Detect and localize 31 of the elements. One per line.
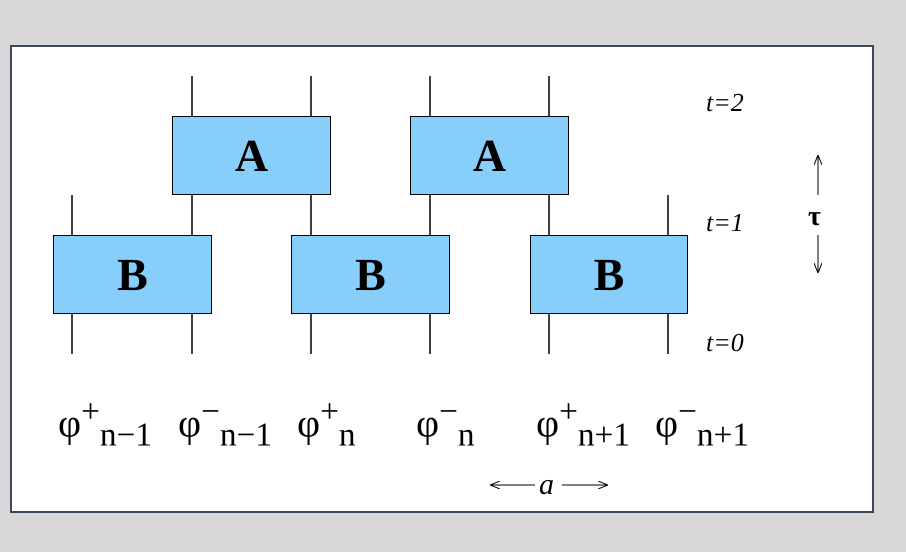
tensor-box bbox=[53, 235, 212, 314]
time-step-label: t=0 bbox=[706, 330, 744, 356]
tensor-leg-line bbox=[548, 195, 550, 235]
tensor-box bbox=[291, 235, 450, 314]
tensor-leg-line bbox=[667, 314, 669, 354]
time-step-label: t=2 bbox=[706, 90, 744, 116]
tensor-box bbox=[530, 235, 688, 314]
tensor-label: B bbox=[355, 248, 386, 301]
tensor-leg-line bbox=[310, 195, 312, 235]
tensor-box bbox=[172, 116, 331, 195]
tensor-leg-line bbox=[548, 76, 550, 116]
tensor-leg-line bbox=[667, 195, 669, 235]
tensor-leg-line bbox=[191, 76, 193, 116]
tensor-leg-line bbox=[310, 76, 312, 116]
tensor-label: A bbox=[472, 129, 506, 182]
lattice-spacing-label: a bbox=[539, 470, 554, 500]
tensor-leg-line bbox=[429, 76, 431, 116]
tensor-leg-line bbox=[548, 314, 550, 354]
tensor-box bbox=[410, 116, 569, 195]
tensor-leg-line bbox=[71, 314, 73, 354]
tensor-label: B bbox=[594, 248, 624, 301]
tensor-leg-line bbox=[429, 314, 431, 354]
tensor-leg-line bbox=[71, 195, 73, 235]
tensor-leg-line bbox=[429, 195, 431, 235]
tensor-leg-line bbox=[191, 314, 193, 354]
tensor-label: A bbox=[234, 129, 268, 182]
tensor-label: B bbox=[117, 248, 148, 301]
tensor-leg-line bbox=[310, 314, 312, 354]
time-interval-label: τ bbox=[808, 203, 821, 231]
time-step-label: t=1 bbox=[706, 210, 744, 236]
tensor-leg-line bbox=[191, 195, 193, 235]
